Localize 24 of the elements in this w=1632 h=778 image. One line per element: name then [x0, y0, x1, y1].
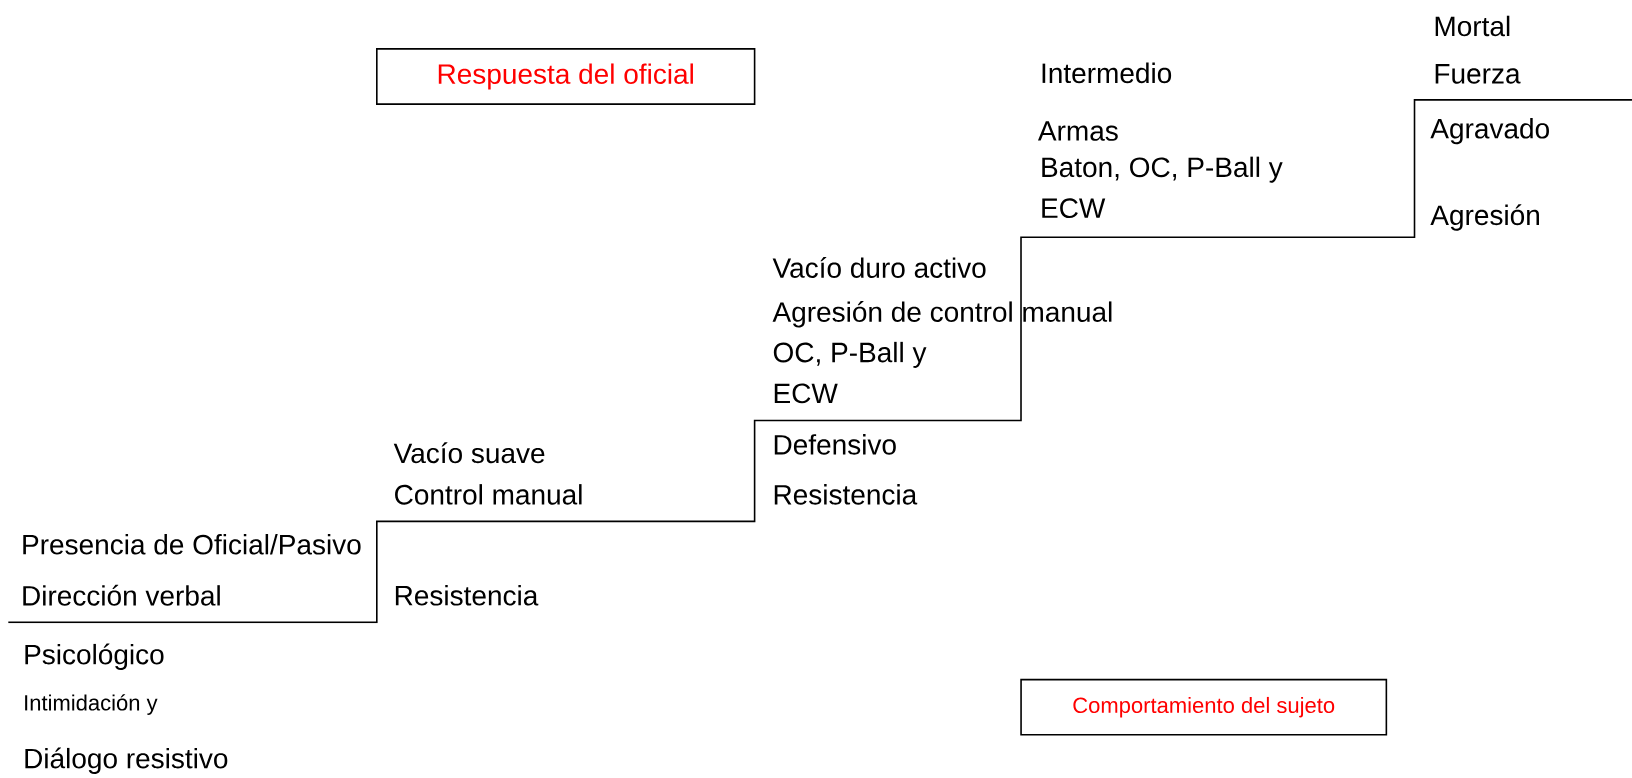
label-text: Baton, OC, P-Ball y: [1042, 156, 1283, 183]
label-text: Control manual: [395, 484, 582, 505]
label-text: Agresión de control manual: [772, 301, 1112, 328]
label-text: Agresión: [1430, 204, 1539, 231]
title-box: Comportamiento del sujeto: [1020, 678, 1388, 736]
label-text: Resistencia: [395, 585, 539, 606]
label-text: Defensivo: [774, 434, 896, 455]
label-text: ECW: [1042, 198, 1106, 219]
label-text: Resistencia: [774, 484, 918, 505]
title-box: Respuesta del oficial: [376, 48, 756, 105]
label-text: Vacío suave: [393, 442, 545, 464]
label-text: Presencia de Oficial/Pasivo: [23, 534, 361, 555]
label-text: Psicológico: [25, 643, 164, 670]
label-text: OC, P-Ball y: [773, 341, 927, 368]
label-text: Mortal: [1435, 15, 1510, 37]
label-text: Armas: [1037, 121, 1118, 141]
label-text: Vacío duro activo: [772, 257, 986, 278]
label-text: Dirección verbal: [23, 584, 220, 606]
label-text: Intermedio: [1042, 62, 1172, 84]
label-text: Diálogo resistivo: [25, 747, 228, 774]
label-text: ECW: [774, 383, 838, 404]
label-text: Fuerza: [1435, 64, 1521, 84]
label-text: Intimidación y: [25, 694, 158, 715]
label-text: Agravado: [1430, 118, 1549, 145]
